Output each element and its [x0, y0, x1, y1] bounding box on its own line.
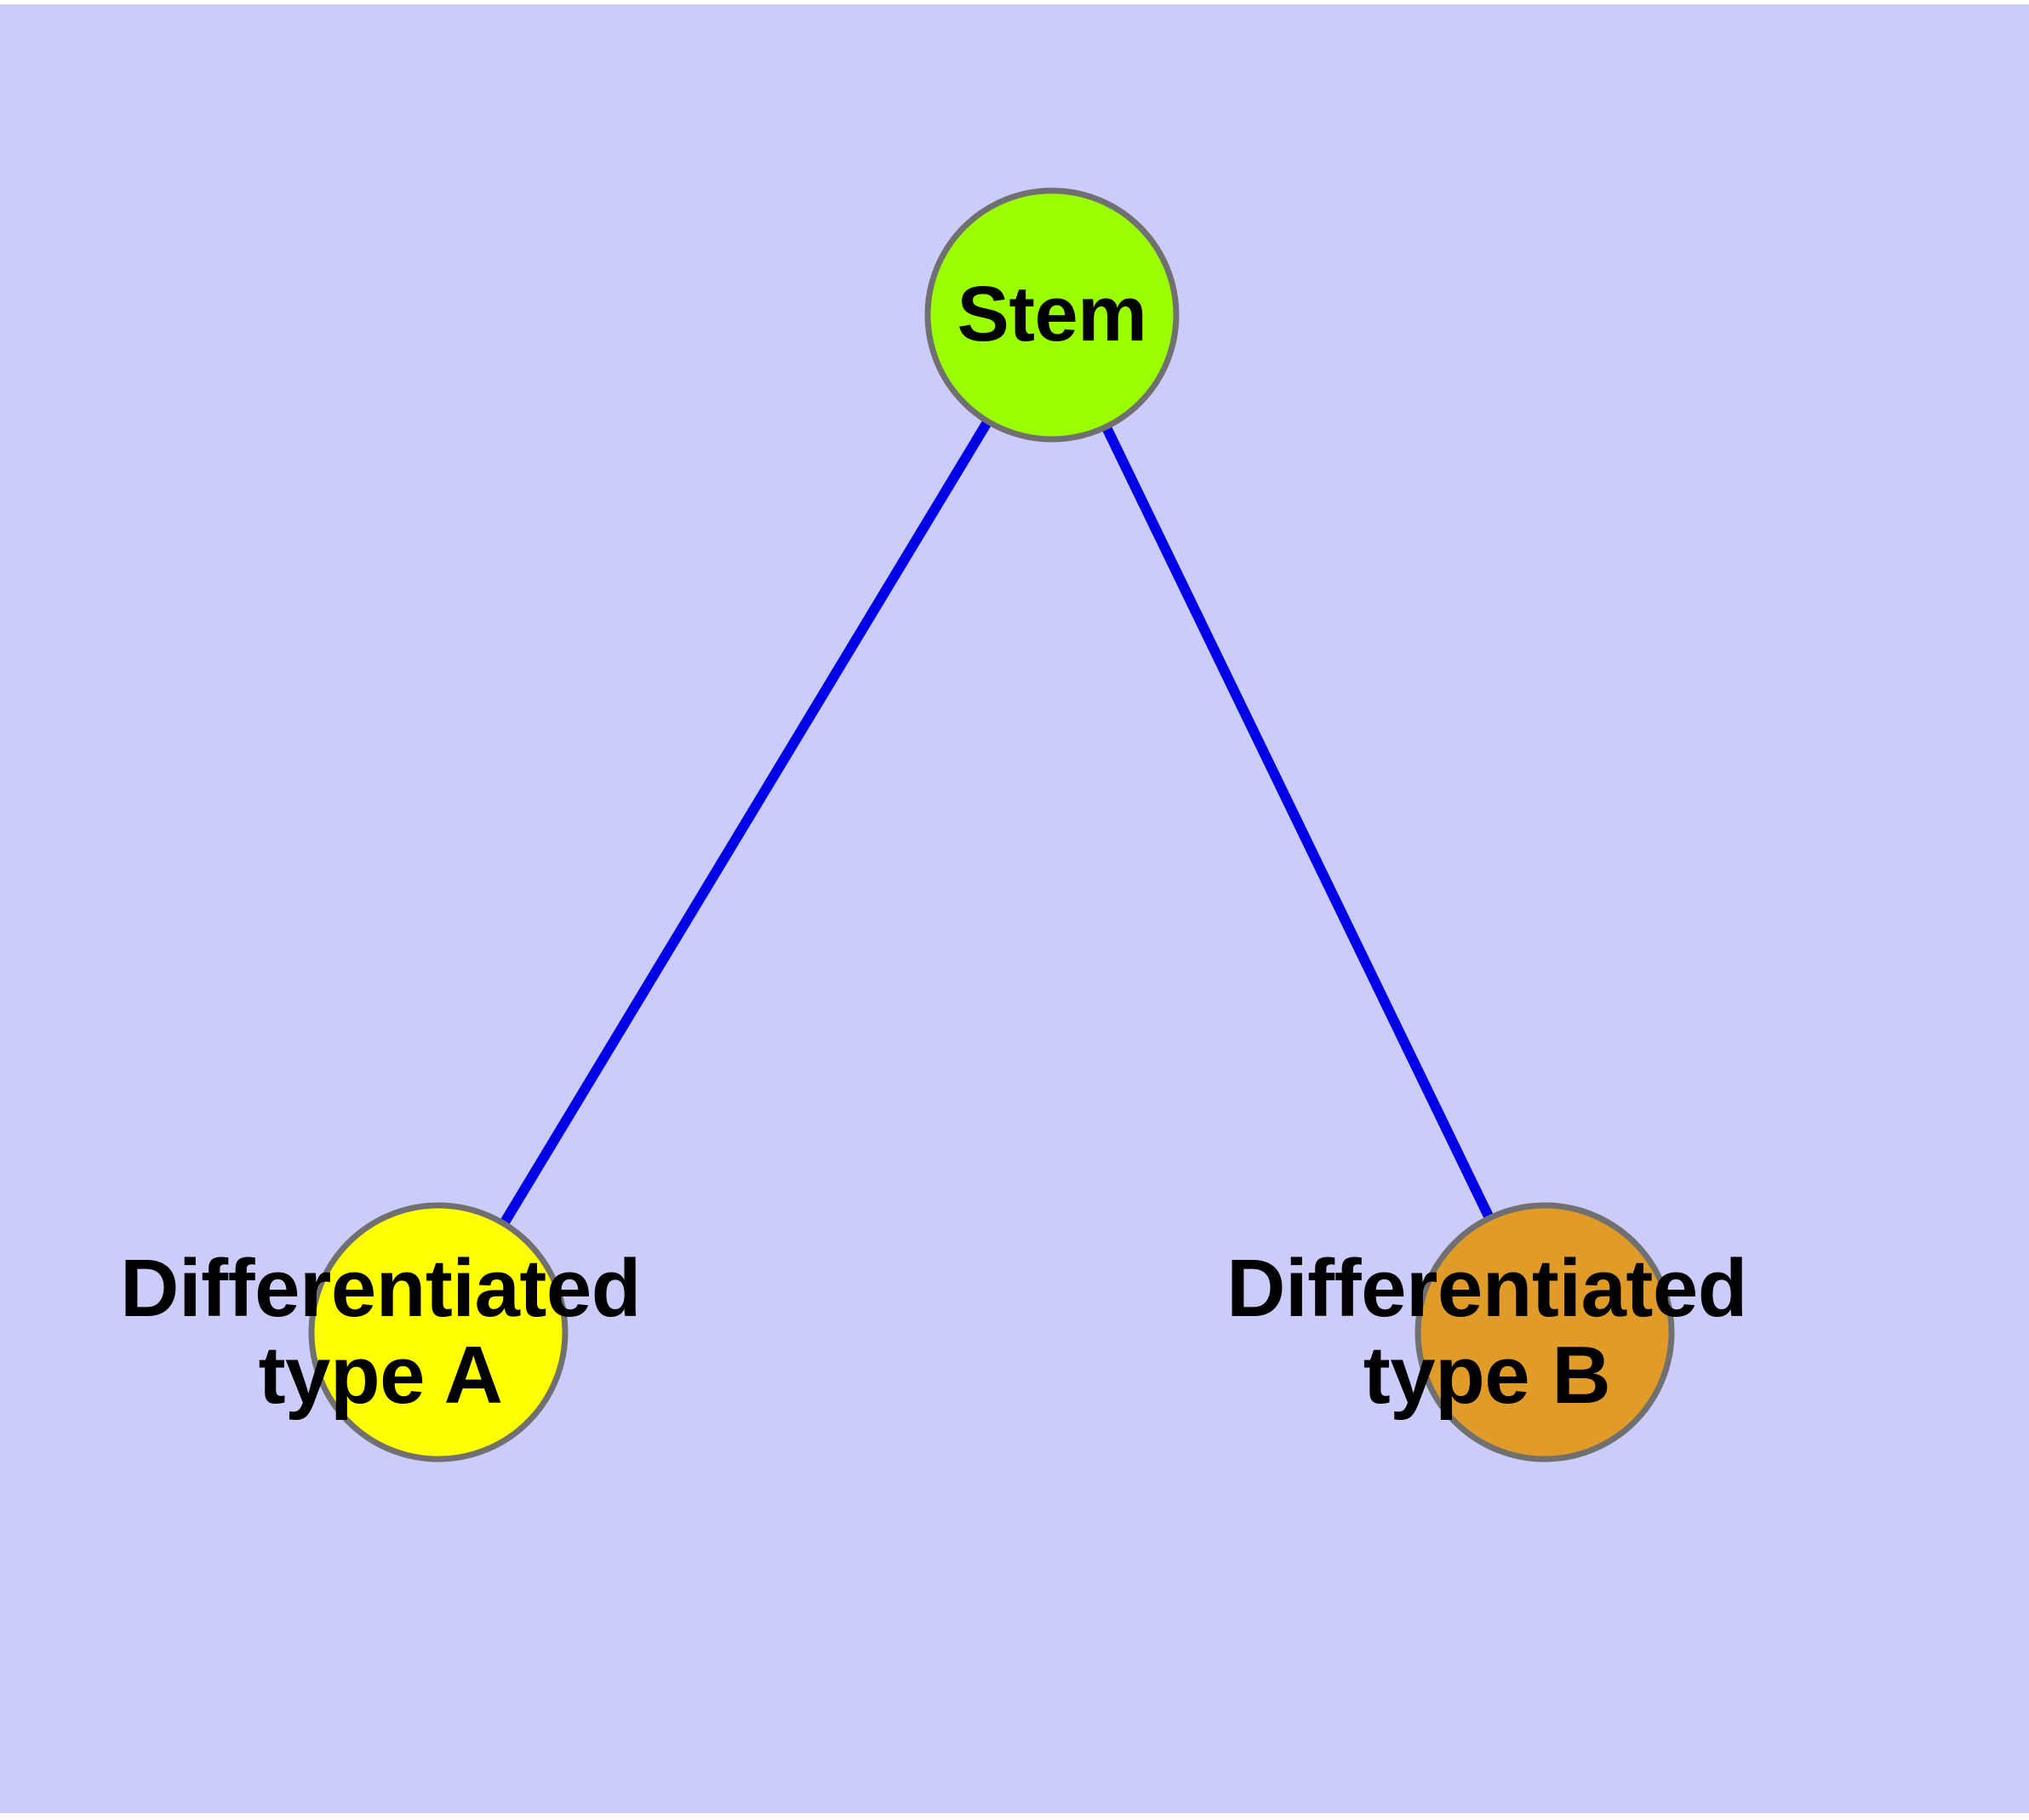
node-circle-stem[interactable] — [924, 187, 1180, 443]
edge-stem-diff-b[interactable] — [1102, 426, 1494, 1219]
node-circle-diff_a[interactable] — [308, 1202, 569, 1462]
edge-stem-diff-a[interactable] — [500, 420, 992, 1225]
graph-svg — [308, 187, 1675, 1462]
edge-layer — [500, 420, 1494, 1225]
node-circle-diff_b[interactable] — [1415, 1202, 1675, 1462]
node-layer — [308, 187, 1675, 1462]
